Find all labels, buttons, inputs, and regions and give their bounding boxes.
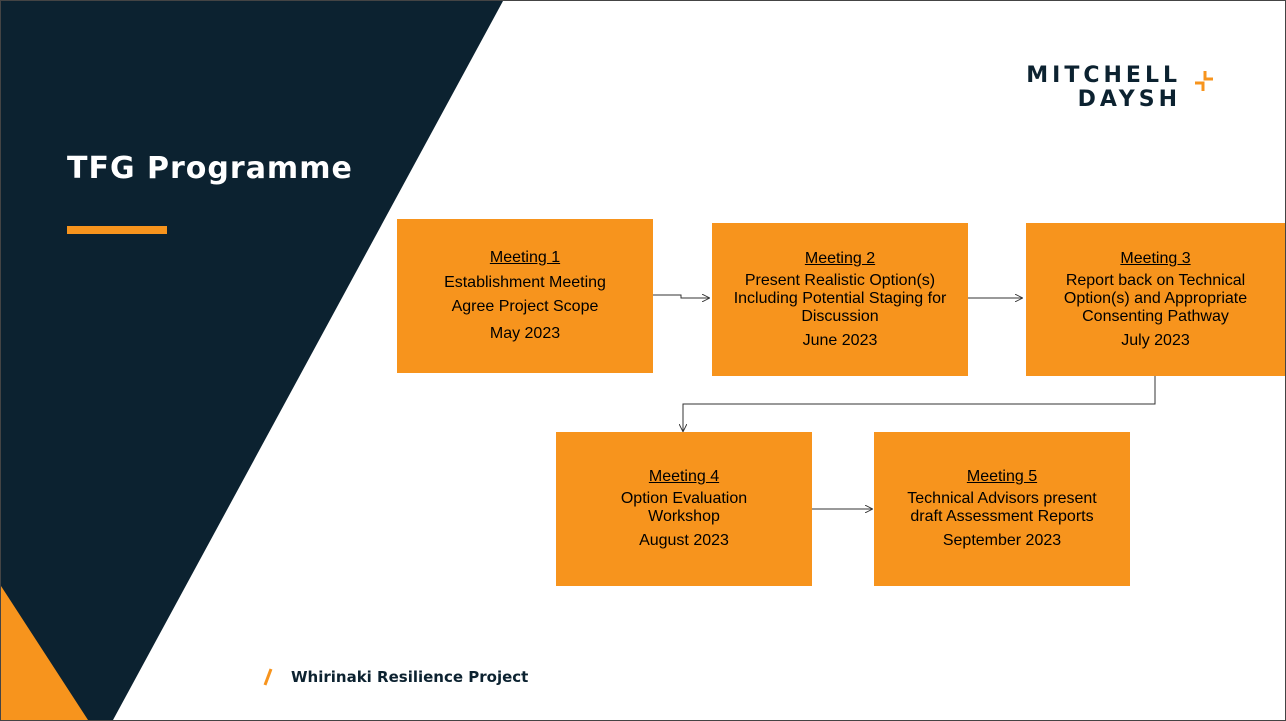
meeting-1-description: Establishment Meeting Agree Project Scop…: [444, 274, 606, 315]
orange-corner-triangle: [1, 586, 88, 720]
dark-diagonal-panel: [1, 1, 503, 720]
connector-3-4: [683, 376, 1156, 431]
meeting-5-date: September 2023: [942, 532, 1062, 549]
meeting-5-heading: Meeting 5: [966, 468, 1038, 485]
meeting-1-heading: Meeting 1: [489, 249, 561, 266]
slide-title: TFG Programme: [67, 151, 353, 186]
meeting-2-description: Present Realistic Option(s) Including Po…: [733, 271, 947, 325]
meeting-5-box: Meeting 5 Technical Advisors present dra…: [874, 432, 1130, 586]
logo-text-line2: DAYSH: [1077, 87, 1181, 112]
meeting-1-date: May 2023: [489, 325, 561, 342]
meeting-3-date: July 2023: [1121, 331, 1190, 349]
meeting-4-date: August 2023: [639, 532, 729, 549]
connector-1-2: [653, 295, 709, 298]
meeting-2-date: June 2023: [802, 331, 878, 349]
footer: Whirinaki Resilience Project: [263, 665, 528, 689]
meeting-4-description: Option Evaluation Workshop: [620, 490, 748, 525]
meeting-4-heading: Meeting 4: [648, 468, 720, 485]
slash-icon: [263, 668, 273, 686]
meeting-2-box: Meeting 2 Present Realistic Option(s) In…: [712, 223, 968, 376]
title-underline: [67, 226, 167, 234]
logo-corner-mark-icon: [1195, 71, 1213, 91]
meeting-4-box: Meeting 4 Option Evaluation Workshop Aug…: [556, 432, 812, 586]
mitchell-daysh-logo: MITCHELL DAYSH: [1001, 63, 1231, 133]
meeting-3-box: Meeting 3 Report back on Technical Optio…: [1026, 223, 1285, 376]
meeting-3-description: Report back on Technical Option(s) and A…: [1063, 271, 1248, 325]
logo-text-line1: MITCHELL: [1026, 63, 1181, 88]
meeting-5-description: Technical Advisors present draft Assessm…: [907, 490, 1097, 525]
footer-project-name: Whirinaki Resilience Project: [291, 668, 529, 686]
meeting-3-heading: Meeting 3: [1120, 249, 1191, 267]
meeting-2-heading: Meeting 2: [804, 249, 876, 267]
meeting-1-box: Meeting 1 Establishment Meeting Agree Pr…: [397, 219, 653, 373]
